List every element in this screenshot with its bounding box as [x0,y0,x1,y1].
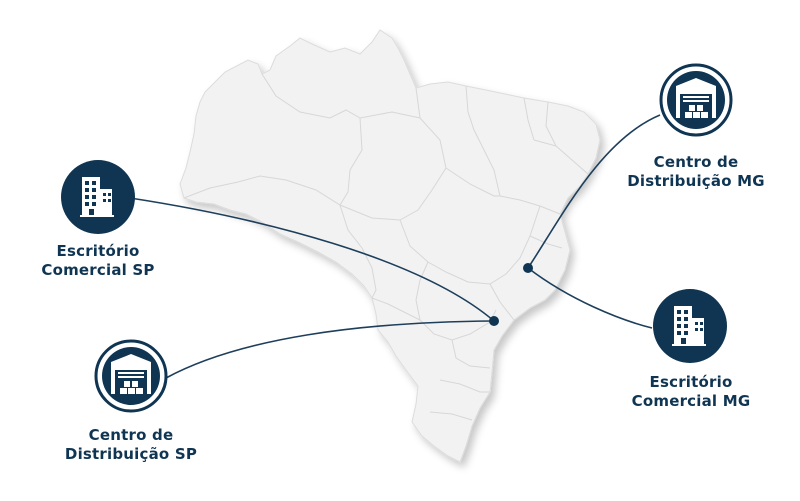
label-distribuicao-sp: Centro de Distribuição SP [56,426,206,464]
label-escritorio-sp: Escritório Comercial SP [28,242,168,280]
label-distribuicao-mg: Centro de Distribuição MG [618,153,774,191]
label-escritorio-mg: Escritório Comercial MG [618,373,764,411]
warehouse-icon [94,339,168,413]
label-line: Distribuição MG [627,172,765,190]
office-building-icon [653,289,727,363]
label-line: Centro de [88,426,174,444]
warehouse-icon [659,63,733,137]
label-line: Distribuição SP [64,445,198,463]
anchor-dot-mg [523,263,533,273]
connector-escritorio-mg [527,267,653,329]
label-line: Comercial MG [631,392,751,410]
label-line: Escritório [56,242,140,260]
connector-escritorio-sp [129,197,495,322]
connector-distribuicao-mg [527,114,661,269]
label-line: Escritório [649,373,733,391]
state-borders [183,73,589,421]
connector-lines [129,114,661,379]
label-line: Centro de [653,153,739,171]
office-building-icon [61,160,135,234]
label-line: Comercial SP [41,261,155,279]
anchor-dot-sp [489,316,499,326]
connector-distribuicao-sp [165,320,495,379]
brazil-outline [179,29,601,463]
